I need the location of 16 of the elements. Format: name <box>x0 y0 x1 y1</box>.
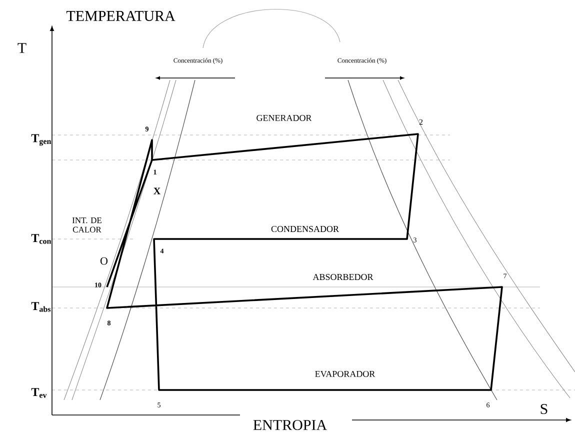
temperature-label: T$_{abs}$ <box>31 302 51 312</box>
point-symbol: X <box>154 188 160 194</box>
axis-letter: S <box>540 404 548 414</box>
axis-title: TEMPERATURA <box>66 10 176 22</box>
process-label: CONDENSADOR <box>271 226 339 232</box>
point-number: 2 <box>419 119 423 125</box>
axis-letter: T <box>18 43 26 53</box>
temperature-label: T$_{con}$ <box>31 234 52 244</box>
temperature-label: T$_{ev}$ <box>31 388 47 398</box>
process-label: GENERADOR <box>256 114 312 122</box>
temperature-label: T$_{gen}$ <box>31 134 52 146</box>
process-label: EVAPORADOR <box>315 370 376 378</box>
process-label: INT. DE CALOR <box>72 218 102 232</box>
point-symbol: O <box>100 257 108 265</box>
axis-title: ENTROPIA <box>253 420 327 430</box>
process-label: ABSORBEDOR <box>312 274 374 280</box>
